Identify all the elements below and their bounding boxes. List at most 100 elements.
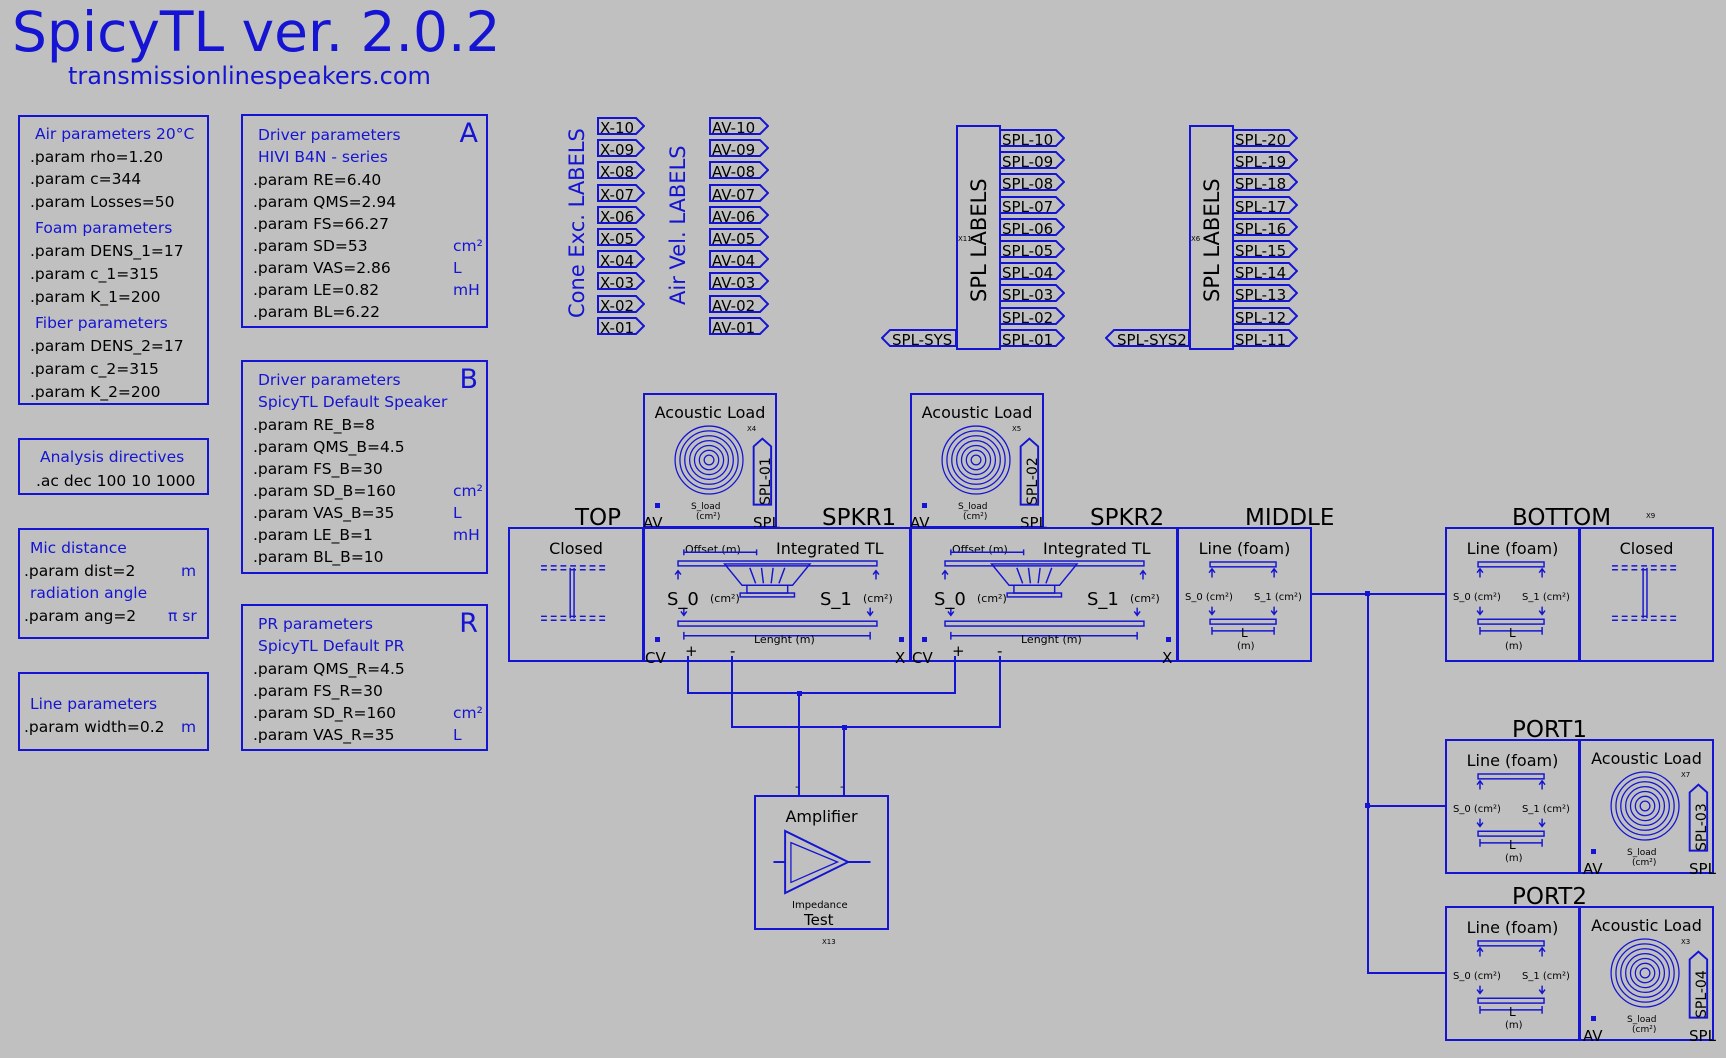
spl-tags-1-item[interactable]: SPL-06 [999, 217, 1065, 238]
air-heading: Air parameters 20°C [35, 125, 195, 143]
spl-tags-1-item[interactable]: SPL-05 [999, 240, 1065, 260]
analysis-directives-box[interactable]: Analysis directives .ac dec 100 10 1000 [18, 438, 209, 495]
tag-outline [597, 161, 645, 180]
x-tag-item[interactable]: X-08 [597, 161, 645, 181]
spl-pin: SPL [1689, 1027, 1716, 1045]
tag-label: AV-02 [712, 296, 756, 315]
spl-tags-1-item[interactable]: SPL-08 [999, 173, 1065, 193]
x-tag-item[interactable]: X-05 [597, 228, 645, 248]
av-tag-item[interactable]: AV-03 [709, 272, 769, 292]
spl-tags-2-item[interactable]: SPL-16 [1232, 217, 1298, 238]
pin-marker [922, 637, 927, 642]
pr-parameters-box[interactable]: R PR parameters SpicyTL Default PR .para… [241, 604, 488, 751]
av-tag-item[interactable]: AV-06 [709, 205, 769, 226]
air-parameters-box[interactable]: Air parameters 20°C .param rho=1.20 .par… [18, 115, 209, 405]
av-tag-item[interactable]: AV-08 [709, 161, 769, 181]
port2-line-foam[interactable]: Line (foam) S_0 (cm²) S_1 (cm²) L (m) [1445, 906, 1580, 1041]
spl-tags-1-item[interactable]: SPL-09 [999, 151, 1065, 171]
x-tag-item[interactable]: X-03 [597, 272, 645, 293]
spl-tags-1-item[interactable]: SPL-04 [999, 262, 1065, 282]
tag-outline [999, 129, 1065, 147]
spkr2-integrated-tl[interactable]: Integrated TL Offset (m) S_0 (cm²) S_1 (… [910, 527, 1178, 667]
minus-terminal: - [730, 642, 736, 660]
foam-heading: Foam parameters [35, 219, 173, 237]
x-tag-item[interactable]: X-06 [597, 205, 645, 226]
spl-tags-2-item[interactable]: SPL-12 [1232, 306, 1298, 327]
impedance-label: Impedance [792, 900, 848, 911]
spl-tags-2-item[interactable]: SPL-14 [1232, 262, 1298, 282]
x-tag-item[interactable]: X-07 [597, 183, 645, 204]
spl-sys2-tag[interactable]: SPL-SYS2 [1105, 329, 1190, 349]
spl-labels-bar-2[interactable]: SPL LABELS X6 [1189, 125, 1234, 350]
spl-tags-1-item[interactable]: SPL-10 [999, 129, 1065, 149]
spl-03-tag: SPL-03 [1694, 803, 1710, 851]
av-tag-item[interactable]: AV-09 [709, 139, 769, 159]
port1-acoustic-load[interactable]: Acoustic Load X7 SPL-03 S_load (cm²) AV … [1579, 739, 1716, 878]
spl-tags-2-item[interactable]: SPL-11 [1232, 328, 1298, 349]
bottom-line-foam[interactable]: Line (foam) S_0 (cm²) S_1 (cm²) L (m) [1445, 527, 1580, 662]
av-tag-item[interactable]: AV-01 [709, 316, 769, 337]
param-line: .param BL=6.22 [253, 303, 380, 321]
spl-labels-bar-1[interactable]: SPL LABELS X11 [956, 125, 1001, 350]
spl-sys-tag[interactable]: SPL-SYS [881, 329, 957, 349]
tag-outline [999, 306, 1065, 325]
acoustic-load-spkr1[interactable]: Acoustic Load X4 SPL-01 S_load (cm²) AV … [643, 393, 780, 532]
tag-outline [1232, 151, 1298, 170]
tag-label: SPL-15 [1235, 242, 1287, 260]
driver-b-box[interactable]: B Driver parameters SpicyTL Default Spea… [241, 360, 488, 574]
x-tag-item[interactable]: X-10 [597, 117, 645, 137]
driver-a-box[interactable]: A Driver parameters HIVI B4N - series .p… [241, 114, 488, 328]
acoustic-load-spkr2[interactable]: Acoustic Load X5 SPL-02 S_load (cm²) AV … [910, 393, 1047, 532]
av-tag-item[interactable]: AV-02 [709, 294, 769, 315]
bottom-closed-end[interactable]: Closed [1579, 527, 1714, 662]
spl-tags-2-item[interactable]: SPL-17 [1232, 195, 1298, 216]
tag-label: X-02 [600, 296, 635, 315]
spl-tags-2-item[interactable]: SPL-19 [1232, 151, 1298, 171]
section-spkr2: SPKR2 [1090, 505, 1165, 531]
spl-tags-1-item[interactable]: SPL-07 [999, 195, 1065, 216]
speaker-cone-icon [674, 425, 773, 506]
junction-dot [842, 725, 847, 730]
line-segment-icon [1476, 940, 1546, 1014]
av-tag-item[interactable]: AV-05 [709, 228, 769, 248]
x-tag-item[interactable]: X-04 [597, 250, 645, 270]
component-title: Acoustic Load [1591, 749, 1702, 768]
x-tag-item[interactable]: X-01 [597, 316, 645, 337]
amplifier-impedance-test[interactable]: Amplifier Impedance Test X13 [754, 795, 889, 946]
param-line: .param c_1=315 [30, 265, 159, 283]
spl-tags-2-item[interactable]: SPL-15 [1232, 240, 1298, 260]
website-link[interactable]: transmissionlinespeakers.com [68, 62, 431, 90]
tag-label: X-03 [600, 274, 635, 293]
length-label: Lenght (m) [1021, 633, 1082, 646]
middle-line-foam[interactable]: Line (foam) S_0 (cm²) S_1 (cm²) L (m) [1177, 527, 1312, 662]
tag-label: SPL-13 [1235, 286, 1287, 305]
port1-line-foam[interactable]: Line (foam) S_0 (cm²) S_1 (cm²) L (m) [1445, 739, 1580, 874]
spl-tags-2-item[interactable]: SPL-18 [1232, 173, 1298, 193]
x-tag-item[interactable]: X-02 [597, 294, 645, 315]
top-closed-end[interactable]: Closed [508, 527, 644, 662]
length-unit: (m) [1505, 853, 1523, 864]
mic-distance-box[interactable]: Mic distance .param dist=2 m radiation a… [18, 528, 209, 639]
spl-tags-2-item[interactable]: SPL-20 [1232, 129, 1298, 149]
line-parameters-box[interactable]: Line parameters .param width=0.2 m [18, 672, 209, 751]
component-title: Closed [549, 539, 603, 558]
tag-outline [597, 139, 645, 158]
tag-outline [999, 151, 1065, 170]
x-tag-item[interactable]: X-09 [597, 139, 645, 159]
spl-tags-1-item[interactable]: SPL-02 [999, 306, 1065, 327]
spl-tags-2-item[interactable]: SPL-13 [1232, 284, 1298, 305]
port2-acoustic-load[interactable]: Acoustic Load X3 SPL-04 S_load (cm²) AV … [1579, 906, 1716, 1045]
tag-label: AV-05 [712, 230, 756, 248]
tag-label: AV-01 [712, 318, 756, 337]
tag-label: SPL-11 [1235, 330, 1287, 349]
spkr1-integrated-tl[interactable]: Integrated TL Offset (m) S_0 (cm²) S_1 (… [643, 527, 911, 667]
av-tag-item[interactable]: AV-04 [709, 250, 769, 270]
plus-terminal: + [952, 642, 965, 660]
av-tag-item[interactable]: AV-07 [709, 183, 769, 204]
spl-tags-1-item[interactable]: SPL-01 [999, 328, 1065, 349]
tag-outline [999, 173, 1065, 192]
speaker-cone-icon [1610, 938, 1709, 1019]
spl-tags-1-item[interactable]: SPL-03 [999, 284, 1065, 304]
av-tag-item[interactable]: AV-10 [709, 117, 769, 137]
closed-end-icon [541, 565, 608, 621]
